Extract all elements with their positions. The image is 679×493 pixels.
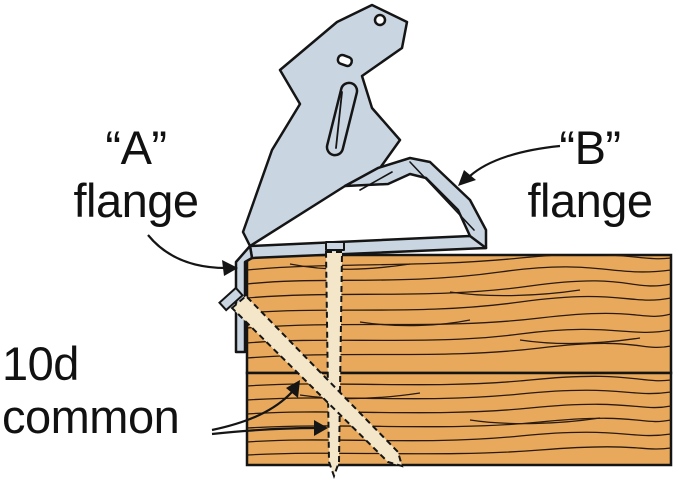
flange-a-plate — [241, 3, 409, 248]
label-a-word: flange — [73, 174, 199, 227]
slanted-nail — [230, 294, 404, 468]
label-nail-size: 10d — [2, 337, 79, 390]
slanted-nail-head — [218, 286, 244, 312]
label-b-quote: “B” — [559, 121, 621, 174]
arrowhead-nail-vertical — [314, 420, 328, 436]
arrowhead-b — [458, 170, 476, 186]
connector-slot — [336, 53, 354, 68]
hurricane-tie-connector — [234, 3, 488, 354]
label-b-word: flange — [527, 174, 653, 227]
connector-hole — [373, 13, 387, 27]
label-a-flange: “A” flange — [52, 124, 220, 230]
arrow-nail-vertical — [211, 426, 317, 436]
label-b-flange: “B” flange — [505, 124, 675, 230]
arrow-b-flange — [469, 144, 561, 177]
arrow-a-flange — [147, 234, 227, 270]
arrowhead-nail-slanted — [286, 380, 300, 398]
leader-arrows — [147, 144, 561, 436]
label-nail-type: 10d common — [2, 340, 202, 446]
label-a-quote: “A” — [105, 121, 167, 174]
label-nail-kind: common — [2, 390, 180, 443]
nails-10d — [218, 251, 404, 479]
wood-member — [245, 253, 673, 467]
connector-long-slot — [325, 81, 359, 157]
arrowhead-a — [222, 260, 238, 276]
vertical-nail — [324, 251, 344, 479]
arrow-nail-slanted — [211, 391, 293, 432]
